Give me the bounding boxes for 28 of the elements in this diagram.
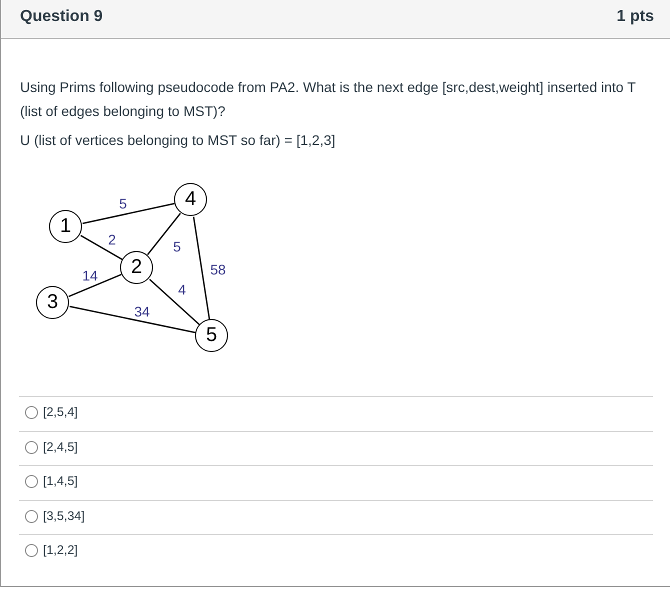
option-text: [1,2,2]	[43, 542, 78, 558]
graph-edge	[70, 306, 196, 334]
graph-edge	[192, 216, 210, 320]
option-text: [2,4,5]	[43, 438, 78, 454]
question-title: Question 9	[20, 8, 103, 26]
option-text: [2,5,4]	[43, 404, 78, 420]
graph-vertex: 2	[120, 251, 153, 284]
graph-edge	[68, 274, 122, 298]
graph-vertex: 1	[49, 210, 82, 243]
graph-vertex: 4	[174, 183, 207, 216]
option-text: [3,5,34]	[43, 508, 85, 524]
question-text: U (list of vertices belonging to MST so far) = [1,2,3]	[20, 131, 336, 150]
edge-label: 58	[210, 262, 226, 278]
graph-vertex: 5	[195, 319, 228, 352]
edge-label: 4	[178, 282, 186, 298]
edge-label: 5	[119, 196, 127, 212]
graph-vertex: 3	[36, 286, 69, 319]
option-text: [1,4,5]	[43, 473, 78, 489]
edge-label: 34	[134, 304, 150, 320]
graph-edge	[80, 234, 123, 260]
graph-edge	[149, 278, 200, 326]
points-text: 1 pts	[616, 8, 654, 26]
edge-label: 5	[173, 240, 181, 254]
edge-label: 2	[108, 232, 116, 248]
graph-edge	[82, 202, 175, 224]
graph-edge	[147, 212, 181, 256]
question-text: Using Prims following pseudocode from PA2. What is the next edge [src,dest,weight] inserted into T (list of edges belonging to MST)?	[20, 78, 637, 121]
edge-label: 14	[82, 268, 98, 284]
